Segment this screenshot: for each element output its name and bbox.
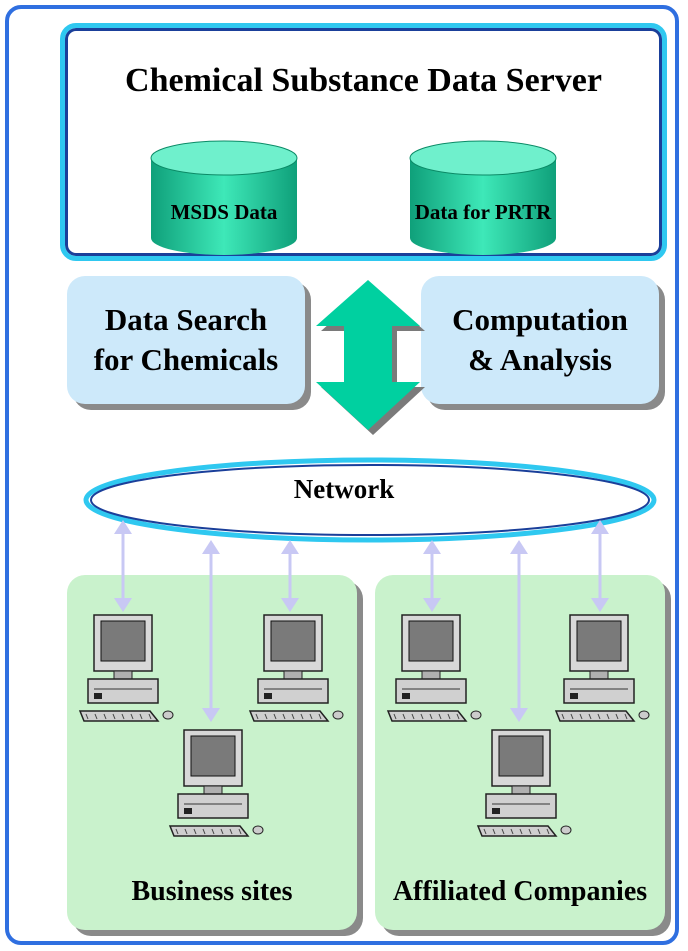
network-link-arrow-4 [423, 540, 441, 612]
business-sites-label: Business sites [131, 876, 293, 907]
computer-icon [168, 729, 264, 837]
data-search-line2: for Chemicals [93, 342, 279, 377]
network-ellipse [83, 457, 657, 543]
computation-box: Computation & Analysis [421, 276, 659, 404]
msds-database: MSDS Data [149, 140, 299, 258]
computer-icon [554, 614, 650, 722]
server-title: Chemical Substance Data Server [125, 62, 602, 99]
database-cylinder-icon [150, 140, 298, 255]
network-link-arrow-3 [281, 540, 299, 612]
msds-database-label: MSDS Data [170, 200, 278, 224]
network-link-arrow-1 [114, 520, 132, 612]
computer-icon [78, 614, 174, 722]
computation-line2: & Analysis [468, 342, 612, 377]
computer-icon [248, 614, 344, 722]
network-link-arrow-6 [591, 520, 609, 612]
prtr-database: Data for PRTR [408, 140, 558, 258]
data-search-box: Data Search for Chemicals [67, 276, 305, 404]
data-server: Chemical Substance Data Server MSDS Data [60, 23, 667, 261]
database-cylinder-icon [409, 140, 557, 255]
data-search-line1: Data Search [104, 302, 268, 337]
network-link-arrow-5 [510, 540, 528, 722]
prtr-database-label: Data for PRTR [414, 200, 552, 224]
computation-line1: Computation [452, 302, 628, 337]
computer-icon [386, 614, 482, 722]
computer-icon [476, 729, 572, 837]
network-link-arrow-2 [202, 540, 220, 722]
network-label: Network [293, 474, 395, 504]
affiliated-companies-label: Affiliated Companies [392, 876, 648, 907]
